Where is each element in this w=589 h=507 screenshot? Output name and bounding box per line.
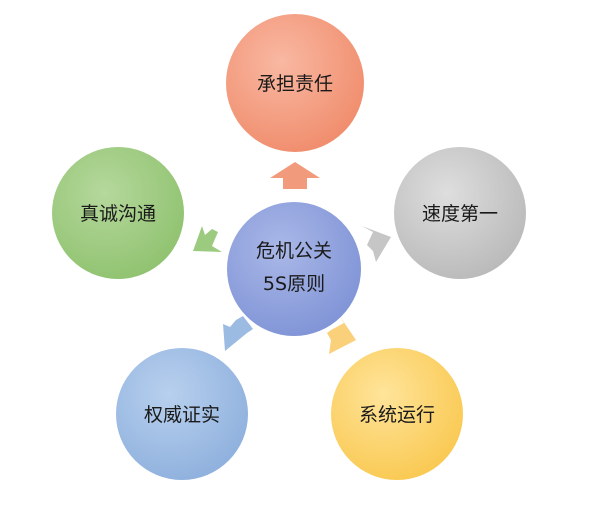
arrow-to-top: [270, 162, 320, 189]
node-bottom-left-label: 权威证实: [144, 404, 220, 426]
node-top-label: 承担责任: [257, 73, 333, 95]
arrows-group: [193, 162, 391, 354]
center-label-line2: 5S原则: [263, 273, 325, 295]
node-right-label: 速度第一: [422, 203, 498, 225]
node-top: 承担责任: [226, 14, 364, 152]
node-bottom-right-label: 系统运行: [359, 404, 435, 426]
node-left-label: 真诚沟通: [80, 203, 156, 225]
node-bottom-left: 权威证实: [116, 348, 248, 480]
node-left: 真诚沟通: [52, 147, 184, 279]
arrow-to-left: [193, 226, 222, 252]
node-right: 速度第一: [394, 147, 526, 279]
arrow-to-bottom-right: [327, 315, 356, 354]
arrow-to-bottom-left: [223, 316, 253, 351]
center-label-line1: 危机公关: [256, 240, 332, 262]
arrow-to-right: [362, 226, 391, 262]
center-node: 危机公关 5S原则: [227, 202, 361, 336]
node-bottom-right: 系统运行: [331, 348, 463, 480]
